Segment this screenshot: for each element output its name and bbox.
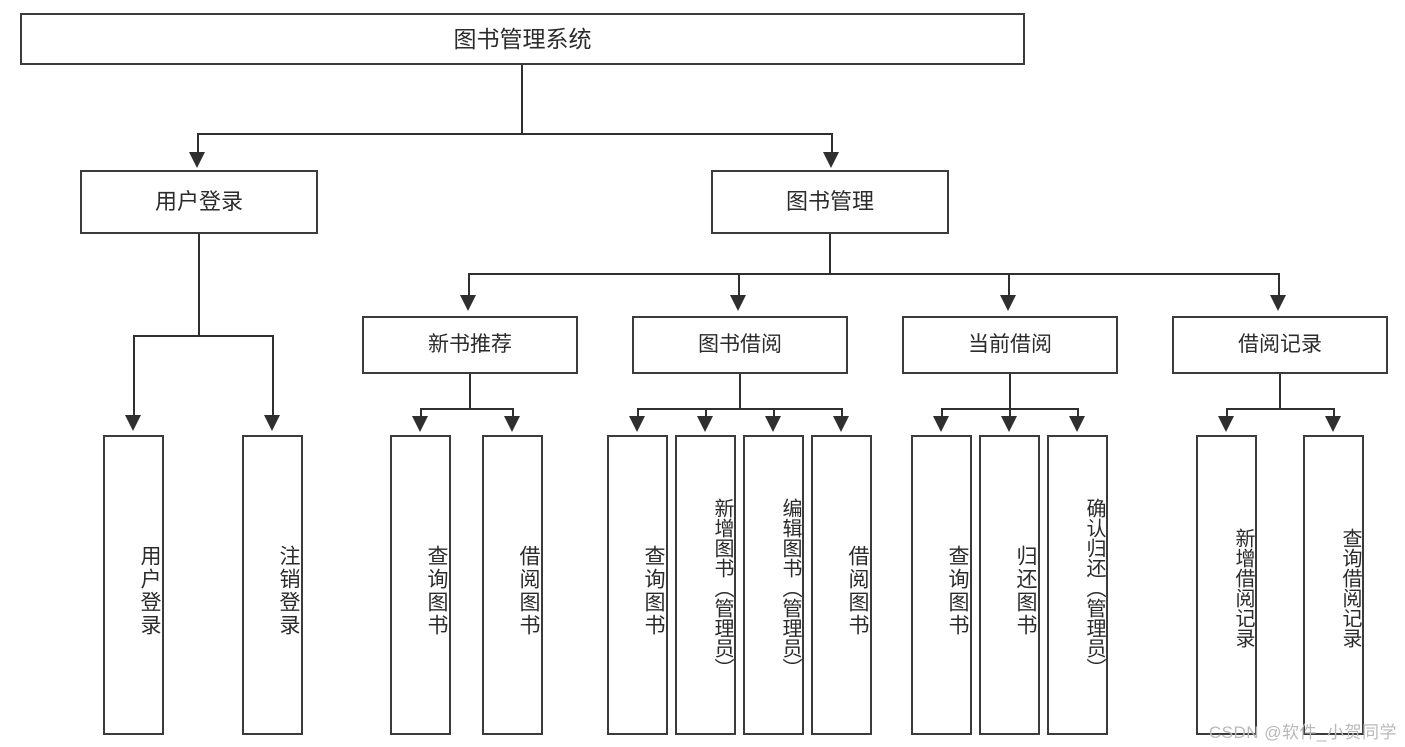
arrow-current-borrow-leaf2	[1001, 416, 1017, 432]
connector-to-borrow-record	[1278, 273, 1280, 298]
connector-new-book-bus	[420, 408, 513, 410]
arrow-new-book-leaf2	[504, 416, 520, 432]
arrow-book-borrow-leaf1	[629, 416, 645, 432]
node-label: 查询借阅记录	[1339, 528, 1361, 648]
leaf-edit-book-admin[interactable]: 编辑图书（管理员）	[743, 435, 804, 735]
arrow-borrow-record-leaf2	[1325, 416, 1341, 432]
node-label: 编辑图书（管理员）	[779, 498, 801, 678]
arrow-to-book-management	[823, 152, 839, 168]
connector-new-book-down	[469, 374, 471, 408]
connector-root-bus	[197, 133, 833, 135]
connector-user-login-down	[198, 234, 200, 335]
arrow-borrow-record-leaf1	[1218, 416, 1234, 432]
node-user-login[interactable]: 用户登录	[80, 170, 318, 234]
node-new-book-recommend[interactable]: 新书推荐	[362, 316, 578, 374]
watermark-text: CSDN @软件_小贺同学	[1208, 723, 1397, 742]
connector-book-borrow-leaf2	[705, 408, 707, 418]
connector-current-borrow-leaf1	[941, 408, 943, 418]
connector-root-to-user-login	[197, 133, 199, 155]
connector-user-login-bus	[133, 335, 273, 337]
node-label: 用户登录	[138, 545, 161, 637]
connector-user-login-leaf1	[133, 335, 135, 417]
node-label: 查询图书	[425, 545, 448, 637]
connector-borrow-record-leaf1	[1226, 408, 1228, 418]
connector-book-borrow-leaf1	[637, 408, 639, 418]
leaf-return-book[interactable]: 归还图书	[979, 435, 1040, 735]
connector-current-borrow-leaf2	[1009, 408, 1011, 418]
arrow-book-borrow-leaf3	[765, 416, 781, 432]
node-label: 当前借阅	[968, 333, 1052, 357]
node-current-borrow[interactable]: 当前借阅	[902, 316, 1118, 374]
leaf-confirm-return-admin[interactable]: 确认归还（管理员）	[1047, 435, 1108, 735]
connector-book-management-down	[829, 234, 831, 273]
arrow-new-book-leaf1	[412, 416, 428, 432]
connector-book-management-bus	[468, 273, 1280, 275]
arrow-to-new-book-recommend	[460, 295, 476, 311]
connector-to-current-borrow	[1008, 273, 1010, 298]
leaf-borrow-book[interactable]: 借阅图书	[811, 435, 872, 735]
node-label: 归还图书	[1014, 545, 1037, 637]
node-label: 新增借阅记录	[1232, 528, 1254, 648]
connector-new-book-leaf2	[512, 408, 514, 418]
connector-book-borrow-leaf4	[841, 408, 843, 418]
connector-borrow-record-bus	[1226, 408, 1333, 410]
leaf-query-book-recommend[interactable]: 查询图书	[390, 435, 451, 735]
leaf-borrow-book-recommend[interactable]: 借阅图书	[482, 435, 543, 735]
connector-borrow-record-down	[1279, 374, 1281, 408]
connector-current-borrow-leaf3	[1077, 408, 1079, 418]
leaf-add-book-admin[interactable]: 新增图书（管理员）	[675, 435, 736, 735]
leaf-query-book-borrow[interactable]: 查询图书	[607, 435, 668, 735]
arrow-book-borrow-leaf2	[697, 416, 713, 432]
node-label: 图书管理系统	[453, 25, 592, 52]
leaf-add-borrow-record[interactable]: 新增借阅记录	[1196, 435, 1257, 735]
node-label: 查询图书	[642, 545, 665, 637]
node-label: 查询图书	[946, 545, 969, 637]
connector-new-book-leaf1	[420, 408, 422, 418]
leaf-query-book-current[interactable]: 查询图书	[911, 435, 972, 735]
leaf-logout[interactable]: 注销登录	[242, 435, 303, 735]
arrow-current-borrow-leaf3	[1069, 416, 1085, 432]
connector-book-borrow-bus	[637, 408, 843, 410]
arrow-current-borrow-leaf1	[933, 416, 949, 432]
connector-current-borrow-down	[1009, 374, 1011, 408]
arrow-to-borrow-record	[1270, 295, 1286, 311]
leaf-query-borrow-record[interactable]: 查询借阅记录	[1303, 435, 1364, 735]
arrow-to-user-login	[189, 152, 205, 168]
node-label: 注销登录	[277, 545, 300, 637]
arrow-book-borrow-leaf4	[833, 416, 849, 432]
node-book-management[interactable]: 图书管理	[711, 170, 949, 234]
node-label: 图书借阅	[698, 333, 782, 357]
node-label: 确认归还（管理员）	[1083, 498, 1105, 678]
node-label: 用户登录	[154, 188, 243, 214]
node-book-borrow[interactable]: 图书借阅	[632, 316, 848, 374]
node-label: 借阅记录	[1238, 333, 1322, 357]
node-root-book-management-system[interactable]: 图书管理系统	[20, 13, 1025, 65]
node-borrow-record[interactable]: 借阅记录	[1172, 316, 1388, 374]
arrow-user-login-leaf1	[125, 415, 141, 431]
leaf-user-login[interactable]: 用户登录	[103, 435, 164, 735]
arrow-user-login-leaf2	[264, 415, 280, 431]
node-label: 借阅图书	[517, 545, 540, 637]
connector-book-borrow-leaf3	[773, 408, 775, 418]
connector-user-login-leaf2	[272, 335, 274, 417]
node-label: 新增图书（管理员）	[711, 498, 733, 678]
connector-root-down	[521, 65, 523, 133]
node-label: 借阅图书	[846, 545, 869, 637]
node-label: 图书管理	[785, 188, 874, 214]
connector-root-to-book-management	[831, 133, 833, 155]
connector-to-new-book-recommend	[468, 273, 470, 298]
connector-to-book-borrow	[738, 273, 740, 298]
arrow-to-book-borrow	[730, 295, 746, 311]
node-label: 新书推荐	[428, 333, 512, 357]
connector-book-borrow-down	[739, 374, 741, 408]
arrow-to-current-borrow	[1000, 295, 1016, 311]
connector-borrow-record-leaf2	[1333, 408, 1335, 418]
